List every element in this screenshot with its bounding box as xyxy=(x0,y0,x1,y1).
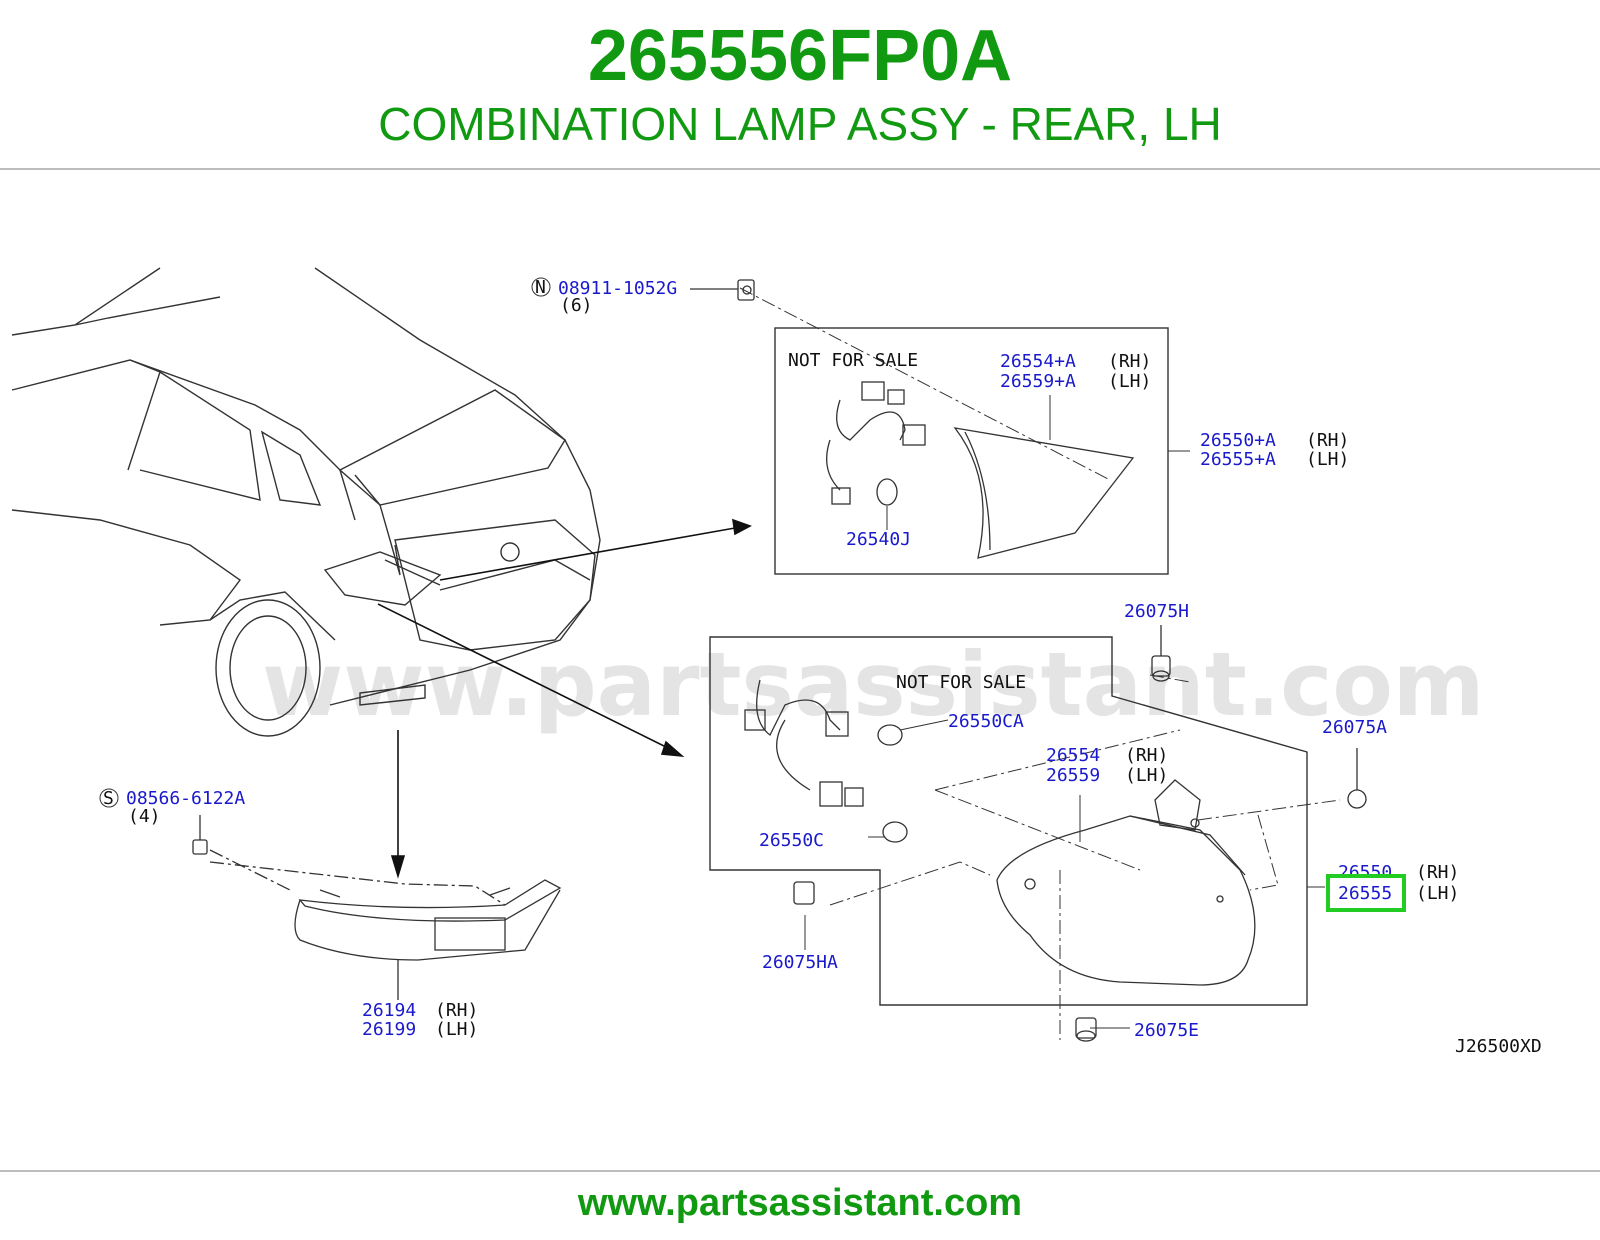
s-marker: S xyxy=(103,788,114,809)
label-26555-lh: (LH) xyxy=(1416,883,1459,904)
label-26199-lh: (LH) xyxy=(435,1019,478,1040)
diagram-code: J26500XD xyxy=(1455,1036,1542,1057)
label-26075HA: 26075HA xyxy=(762,952,838,973)
label-26559: 26559 xyxy=(1046,765,1100,786)
lower-lamp-drawing xyxy=(744,679,1256,986)
header-divider xyxy=(0,168,1600,170)
label-26199: 26199 xyxy=(362,1019,416,1040)
label-26559-lh: (LH) xyxy=(1125,765,1168,786)
clip-26075E-icon xyxy=(1075,1017,1097,1042)
grommet-26075H-icon xyxy=(1151,625,1171,682)
vehicle-rear-outline xyxy=(11,267,601,737)
label-26554A: 26554+A xyxy=(1000,351,1076,372)
label-nut-qty: (6) xyxy=(560,295,593,316)
label-26555A: 26555+A xyxy=(1200,449,1276,470)
label-26554A-rh: (RH) xyxy=(1108,351,1151,372)
footer-divider xyxy=(0,1170,1600,1172)
lower-assembly-box xyxy=(709,636,1308,1006)
nut-icon xyxy=(690,279,755,301)
label-26550-rh: (RH) xyxy=(1416,862,1459,883)
s-marker-circle xyxy=(99,788,119,808)
part-number-title: 265556FP0A xyxy=(587,16,1013,96)
screw-08566-icon xyxy=(192,815,506,1000)
highlight-box xyxy=(1326,874,1406,912)
rear-reflector-drawing xyxy=(294,879,562,961)
n-marker: N xyxy=(535,277,546,298)
label-26554-rh: (RH) xyxy=(1125,745,1168,766)
label-26075E: 26075E xyxy=(1134,1020,1199,1041)
label-26194: 26194 xyxy=(362,1000,416,1021)
label-26550CA: 26550CA xyxy=(948,711,1024,732)
callout-arrows xyxy=(377,518,752,879)
label-26559A-lh: (LH) xyxy=(1108,371,1151,392)
label-26550A: 26550+A xyxy=(1200,430,1276,451)
label-08566-6122A: 08566-6122A xyxy=(126,788,245,809)
label-26554: 26554 xyxy=(1046,745,1100,766)
label-26075A: 26075A xyxy=(1322,717,1387,738)
label-08911-1052G: 08911-1052G xyxy=(558,278,677,299)
label-screw-qty: (4) xyxy=(128,806,161,827)
part-name-subtitle: COMBINATION LAMP ASSY - REAR, LH xyxy=(378,98,1222,150)
label-26550A-rh: (RH) xyxy=(1306,430,1349,451)
watermark: www.partsassistant.com xyxy=(262,633,1485,736)
footer-url[interactable]: www.partsassistant.com xyxy=(577,1182,1023,1224)
label-not-for-sale-upper: NOT FOR SALE xyxy=(788,350,918,371)
screw-26075A-icon xyxy=(1347,748,1367,809)
label-26075H: 26075H xyxy=(1124,601,1189,622)
upper-lamp-drawing xyxy=(826,381,1135,559)
upper-leader-lines xyxy=(739,287,1190,530)
label-26555A-lh: (LH) xyxy=(1306,449,1349,470)
label-26540J: 26540J xyxy=(846,529,911,550)
label-26194-rh: (RH) xyxy=(435,1000,478,1021)
label-26555-highlighted[interactable]: 26555 xyxy=(1338,883,1392,904)
grommet-26075HA-icon xyxy=(793,881,815,905)
n-marker-circle xyxy=(531,277,551,297)
label-26559A: 26559+A xyxy=(1000,371,1076,392)
label-not-for-sale-lower: NOT FOR SALE xyxy=(896,672,1026,693)
label-26550C: 26550C xyxy=(759,830,824,851)
